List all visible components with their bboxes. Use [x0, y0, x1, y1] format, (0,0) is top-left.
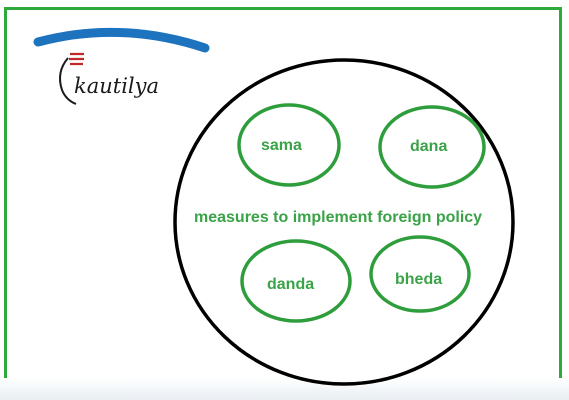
node-dana: dana — [378, 105, 486, 189]
node-bheda-circle — [369, 235, 471, 313]
node-sama-label: sama — [261, 137, 302, 154]
node-danda-label: danda — [267, 276, 314, 293]
logo-arc — [33, 27, 210, 53]
kautilya-logo: kautilya — [33, 27, 210, 105]
logo-text: kautilya — [74, 74, 159, 98]
node-dana-label: dana — [410, 138, 447, 155]
node-dana-circle — [378, 105, 486, 189]
node-danda: danda — [240, 239, 352, 323]
node-bheda-label: bheda — [395, 271, 442, 288]
node-danda-circle — [240, 239, 352, 323]
outer-circle — [173, 58, 515, 386]
node-sama-circle — [237, 103, 341, 187]
logo-figure — [59, 57, 77, 105]
bottom-shade — [0, 378, 569, 400]
logo-tilak — [69, 52, 84, 66]
center-label: measures to implement foreign policy — [194, 209, 483, 226]
node-bheda: bheda — [369, 235, 471, 313]
node-sama: sama — [237, 103, 341, 187]
